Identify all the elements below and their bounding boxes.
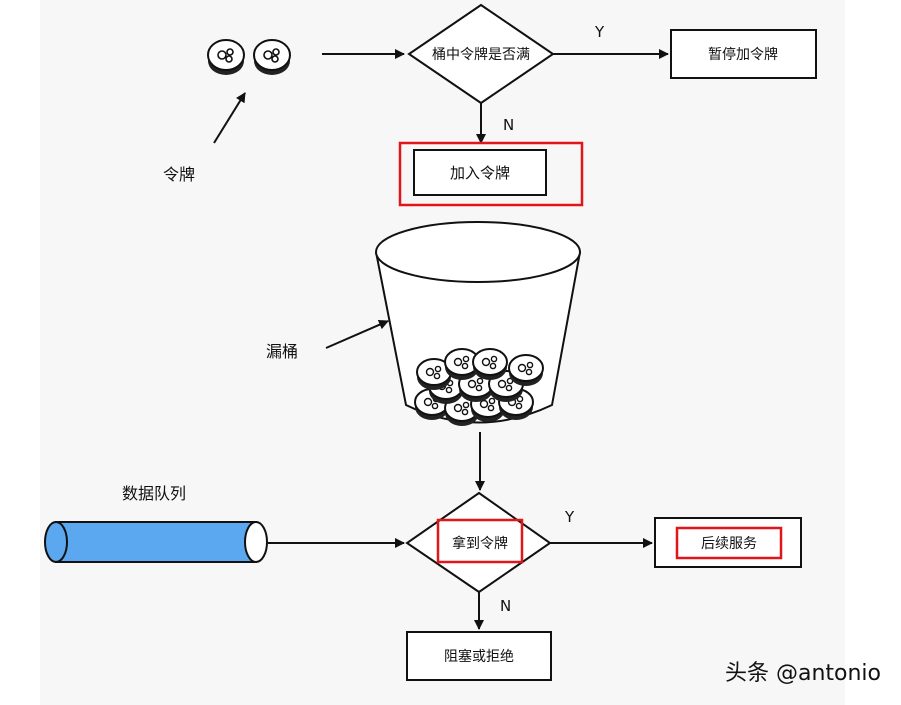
pause-add-token-text: 暂停加令牌 (708, 46, 778, 63)
block-or-reject-box (406, 631, 552, 681)
watermark: 头条 @antonio (724, 661, 881, 686)
leaky-bucket-label: 漏桶 (266, 342, 298, 361)
no-label-2: N (500, 597, 511, 615)
no-label: N (503, 116, 514, 134)
coin-icon (508, 354, 544, 386)
get-token-text: 拿到令牌 (452, 535, 508, 552)
coin-icon (472, 348, 508, 380)
leaky-bucket (375, 221, 581, 426)
coin-icon (253, 39, 291, 75)
block-or-reject-text: 阻塞或拒绝 (444, 648, 514, 665)
pause-add-token-box (670, 29, 817, 79)
coin-icon (444, 348, 480, 380)
coin-icon (207, 39, 245, 75)
bucket-pointer-arrow (325, 320, 389, 349)
yes-label-2: Y (564, 508, 575, 526)
data-queue-label: 数据队列 (122, 484, 186, 503)
yes-label: Y (594, 23, 605, 41)
add-token-box (413, 149, 547, 196)
token-label: 令牌 (163, 165, 195, 184)
subsequent-service-text: 后续服务 (701, 535, 757, 552)
subsequent-service-highlight (675, 526, 783, 560)
get-token-highlight (436, 518, 524, 564)
bucket-full-decision-text: 桶中令牌是否满 (432, 46, 530, 63)
data-queue-cylinder (44, 521, 268, 563)
token-pointer-arrow (213, 92, 246, 144)
add-token-text: 加入令牌 (450, 164, 510, 182)
add-token-highlight (398, 141, 584, 207)
